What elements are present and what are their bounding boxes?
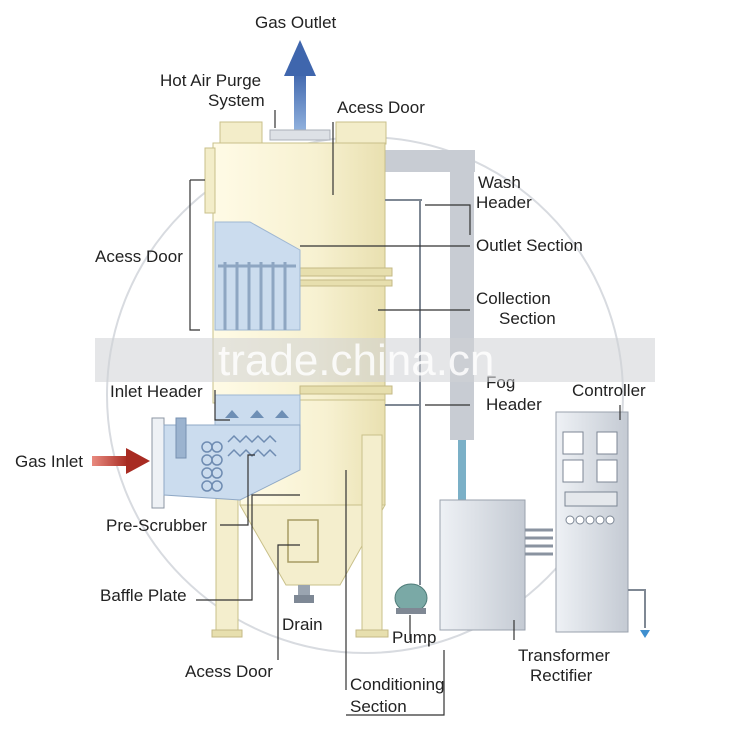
label-hot-air-purge-system: System bbox=[208, 91, 265, 110]
label-wash-header: Header bbox=[476, 193, 532, 212]
label-rectifier: Rectifier bbox=[530, 666, 593, 685]
gas-outlet-arrow bbox=[269, 40, 331, 141]
label-gas-outlet: Gas Outlet bbox=[255, 13, 337, 32]
exhaust-duct bbox=[385, 150, 475, 500]
hot-air-purge-box bbox=[219, 121, 263, 145]
label-inlet-header: Inlet Header bbox=[110, 382, 203, 401]
label-gas-inlet: Gas Inlet bbox=[15, 452, 83, 471]
watermark-text: trade.china.cn bbox=[218, 336, 494, 385]
collection-section-cutaway bbox=[214, 221, 301, 436]
label-controller: Controller bbox=[572, 381, 646, 400]
label-access-door-top: Acess Door bbox=[337, 98, 425, 117]
main-vessel bbox=[204, 142, 393, 638]
controller-cabinet bbox=[555, 411, 650, 638]
top-access-door-box bbox=[335, 121, 387, 145]
label-collection-section: Section bbox=[499, 309, 556, 328]
label-drain: Drain bbox=[282, 615, 323, 634]
label-pre-scrubber: Pre-Scrubber bbox=[106, 516, 207, 535]
pump bbox=[394, 583, 428, 614]
leader-lines bbox=[189, 110, 621, 716]
label-fog-header: Header bbox=[486, 395, 542, 414]
label-access-door-bottom: Acess Door bbox=[185, 662, 273, 681]
piping bbox=[385, 199, 422, 605]
label-outlet-section: Outlet Section bbox=[476, 236, 583, 255]
label-baffle-plate: Baffle Plate bbox=[100, 586, 187, 605]
label-transformer: Transformer bbox=[518, 646, 610, 665]
label-access-door-left: Acess Door bbox=[95, 247, 183, 266]
gas-inlet-arrow bbox=[92, 448, 150, 474]
label-collection: Collection bbox=[476, 289, 551, 308]
label-hot-air-purge: Hot Air Purge bbox=[160, 71, 261, 90]
label-pump: Pump bbox=[392, 628, 436, 647]
label-wash: Wash bbox=[478, 173, 521, 192]
label-conditioning: Conditioning bbox=[350, 675, 445, 694]
label-conditioning-section: Section bbox=[350, 697, 407, 716]
pre-scrubber bbox=[151, 417, 301, 509]
watermark-band bbox=[95, 338, 655, 382]
transformer-rectifier bbox=[439, 499, 553, 631]
